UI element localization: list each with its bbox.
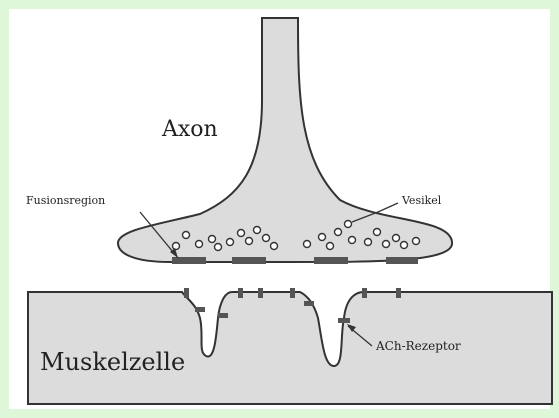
release-site [172,257,206,264]
muscle-cell-label: Muskelzelle [40,348,185,376]
axon-label: Axon [161,117,218,142]
vesicle [261,233,271,243]
vesicle [399,240,409,250]
vesicle [302,239,312,249]
release-site [232,257,266,264]
fusion-site-arrowhead [170,248,178,258]
ach-receptor [304,301,314,306]
release-site [386,257,418,264]
ach-receptor [184,288,189,298]
vesicle [343,219,353,229]
vesicle [236,228,246,238]
vesicle [194,239,204,249]
release-sites [172,257,418,264]
vesicle [225,237,235,247]
vesicle [213,242,223,252]
vesicle [171,241,181,251]
ach-receptor [258,288,263,298]
vesicle-label: Vesikel [401,194,442,207]
vesicle [207,234,217,244]
ach-receptor [362,288,367,298]
ach-receptor [195,307,205,312]
ach-receptor [396,288,401,298]
ach-receptors [184,288,401,323]
receptor-arrowhead [347,324,356,332]
vesicle [372,227,382,237]
receptor-label: ACh-Rezeptor [375,339,461,353]
vesicle [411,236,421,246]
vesicle [252,225,262,235]
ach-receptor [238,288,243,298]
vesicle [363,237,373,247]
ach-receptor [218,313,228,318]
vesicle [317,232,327,242]
vesicle [181,230,191,240]
vesicle [391,233,401,243]
fusion-site-label: Fusionsregion [26,194,105,207]
vesicle [244,236,254,246]
vesicle [333,227,343,237]
fusion-site-leader [139,211,179,259]
vesicle [347,235,357,245]
ach-receptor [338,318,350,323]
vesicle [269,241,279,251]
vesicle [381,239,391,249]
release-site [314,257,348,264]
ach-receptor [290,288,295,298]
vesicles [171,219,421,252]
vesicle [325,241,335,251]
vesicle-leader [351,202,399,223]
